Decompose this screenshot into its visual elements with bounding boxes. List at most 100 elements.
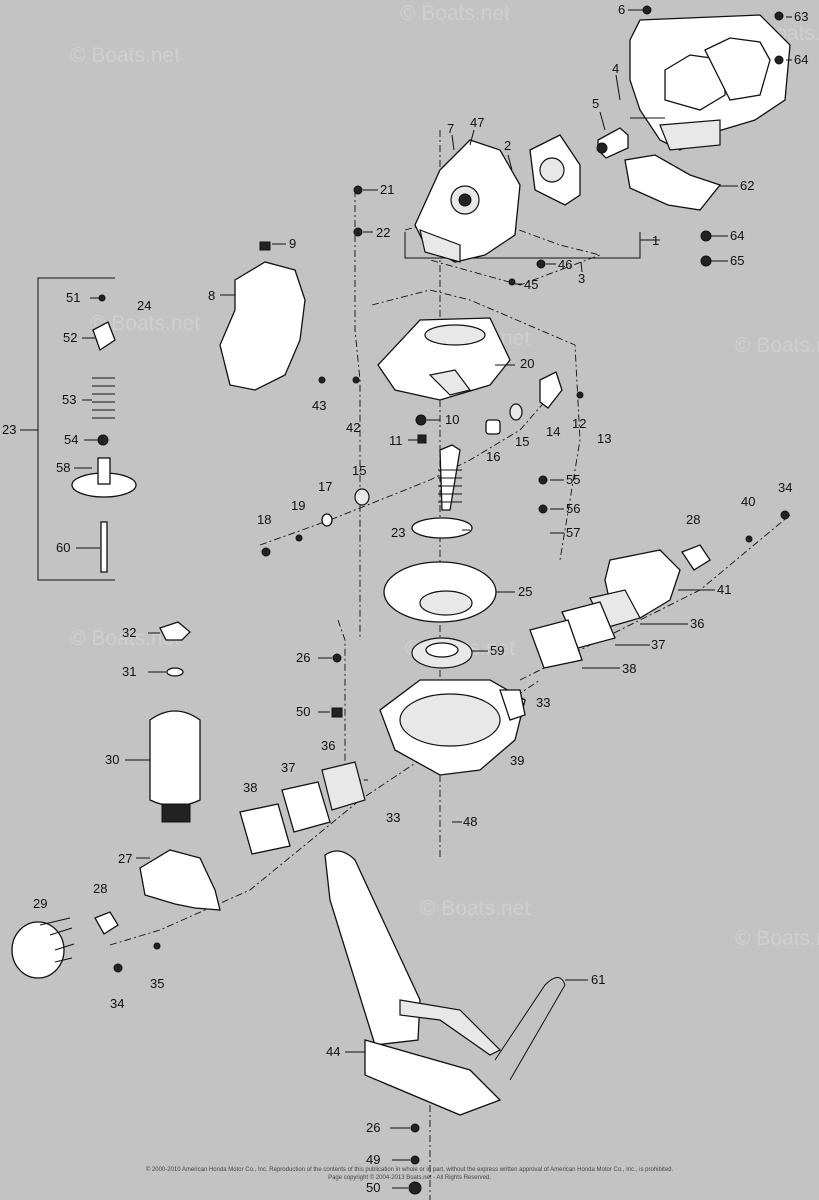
callout-37: 37 [281, 760, 295, 775]
washer [321, 513, 333, 527]
callout-54: 54 [64, 432, 78, 447]
callout-15: 15 [352, 463, 366, 478]
callout-49: 49 [366, 1152, 380, 1167]
callout-56: 56 [566, 501, 580, 516]
hose-coupling [681, 544, 711, 571]
callout-1: 1 [652, 233, 659, 248]
callout-30: 30 [105, 752, 119, 767]
callout-59: 59 [490, 643, 504, 658]
inlet-body [139, 849, 221, 911]
frame [324, 850, 566, 1116]
diaphragm-kit-exploded [71, 321, 137, 573]
callout-61: 61 [591, 972, 605, 987]
callout-14: 14 [546, 424, 560, 439]
callout-46: 46 [558, 257, 572, 272]
callout-13: 13 [597, 431, 611, 446]
callout-38: 38 [243, 780, 257, 795]
bushing [485, 419, 501, 435]
callout-36: 36 [690, 616, 704, 631]
callout-36: 36 [321, 738, 335, 753]
hose-coupling [94, 911, 119, 935]
callout-27: 27 [118, 851, 132, 866]
callout-3: 3 [578, 271, 585, 286]
callout-37: 37 [651, 637, 665, 652]
callout-16: 16 [486, 449, 500, 464]
callout-34: 34 [778, 480, 792, 495]
leader-lines [74, 9, 792, 1189]
callout-7: 7 [447, 121, 454, 136]
copyright-line: © 2000-2010 American Honda Motor Co., In… [145, 1167, 674, 1173]
strainer [11, 917, 75, 979]
air-chamber [149, 710, 201, 823]
handle-grip [219, 261, 306, 391]
callout-33: 33 [536, 695, 550, 710]
callout-29: 29 [33, 896, 47, 911]
callout-63: 63 [794, 9, 808, 24]
diaphragm [383, 561, 497, 623]
callout-33: 33 [386, 810, 400, 825]
pump-cover [377, 317, 511, 401]
callout-6: 6 [618, 2, 625, 17]
watermark: © Boats.net [735, 927, 819, 950]
callout-10: 10 [445, 412, 459, 427]
callout-51: 51 [66, 290, 80, 305]
callout-64: 64 [794, 52, 808, 67]
watermark: © Boats.net [735, 334, 819, 357]
callout-45: 45 [524, 277, 538, 292]
callout-24: 24 [137, 298, 151, 313]
callout-47: 47 [470, 115, 484, 130]
cap [159, 621, 191, 641]
callout-22: 22 [376, 225, 390, 240]
callout-31: 31 [122, 664, 136, 679]
watermark: © Boats.net [420, 897, 530, 920]
o-ring [166, 667, 184, 677]
crank-housing [414, 139, 521, 263]
callout-38: 38 [622, 661, 636, 676]
watermark: © Boats.net [90, 312, 200, 335]
callout-62: 62 [740, 178, 754, 193]
page-copyright-line: Page copyright © 2004-2013 Boats.net - A… [328, 1175, 491, 1181]
callout-26: 26 [296, 650, 310, 665]
callout-23: 23 [2, 422, 16, 437]
callout-44: 44 [326, 1044, 340, 1059]
callout-52: 52 [63, 330, 77, 345]
bracket-23 [37, 277, 115, 581]
callout-18: 18 [257, 512, 271, 527]
callout-41: 41 [717, 582, 731, 597]
callout-57: 57 [566, 525, 580, 540]
gasket [239, 803, 291, 855]
callout-40: 40 [741, 494, 755, 509]
callout-25: 25 [518, 584, 532, 599]
callout-28: 28 [93, 881, 107, 896]
callout-labels: 1 2 3 4 5 6 7 8 9 10 11 12 13 14 15 15 1… [2, 2, 808, 1195]
callout-20: 20 [520, 356, 534, 371]
callout-19: 19 [291, 498, 305, 513]
pump-body [379, 679, 526, 776]
watermark: © Boats.net [400, 2, 510, 25]
callout-28: 28 [686, 512, 700, 527]
callout-50: 50 [366, 1180, 380, 1195]
copyright-footer: © 2000-2010 American Honda Motor Co., In… [0, 1166, 819, 1182]
diaphragm-rod-assembly [411, 444, 473, 539]
callout-26: 26 [366, 1120, 380, 1135]
callout-34: 34 [110, 996, 124, 1011]
watermark: © Boats.net [70, 44, 180, 67]
callout-5: 5 [592, 96, 599, 111]
callout-39: 39 [510, 753, 524, 768]
gasket [281, 781, 331, 833]
callout-21: 21 [380, 182, 394, 197]
callout-32: 32 [122, 625, 136, 640]
callout-15: 15 [515, 434, 529, 449]
callout-48: 48 [463, 814, 477, 829]
rocker-arm [539, 371, 563, 409]
callout-4: 4 [612, 61, 619, 76]
washer [354, 488, 370, 506]
callout-9: 9 [289, 236, 296, 251]
engine [629, 14, 791, 151]
callout-64: 64 [730, 228, 744, 243]
washer [509, 403, 523, 421]
engine-guard [624, 154, 722, 211]
callout-50: 50 [296, 704, 310, 719]
callout-42: 42 [346, 420, 360, 435]
